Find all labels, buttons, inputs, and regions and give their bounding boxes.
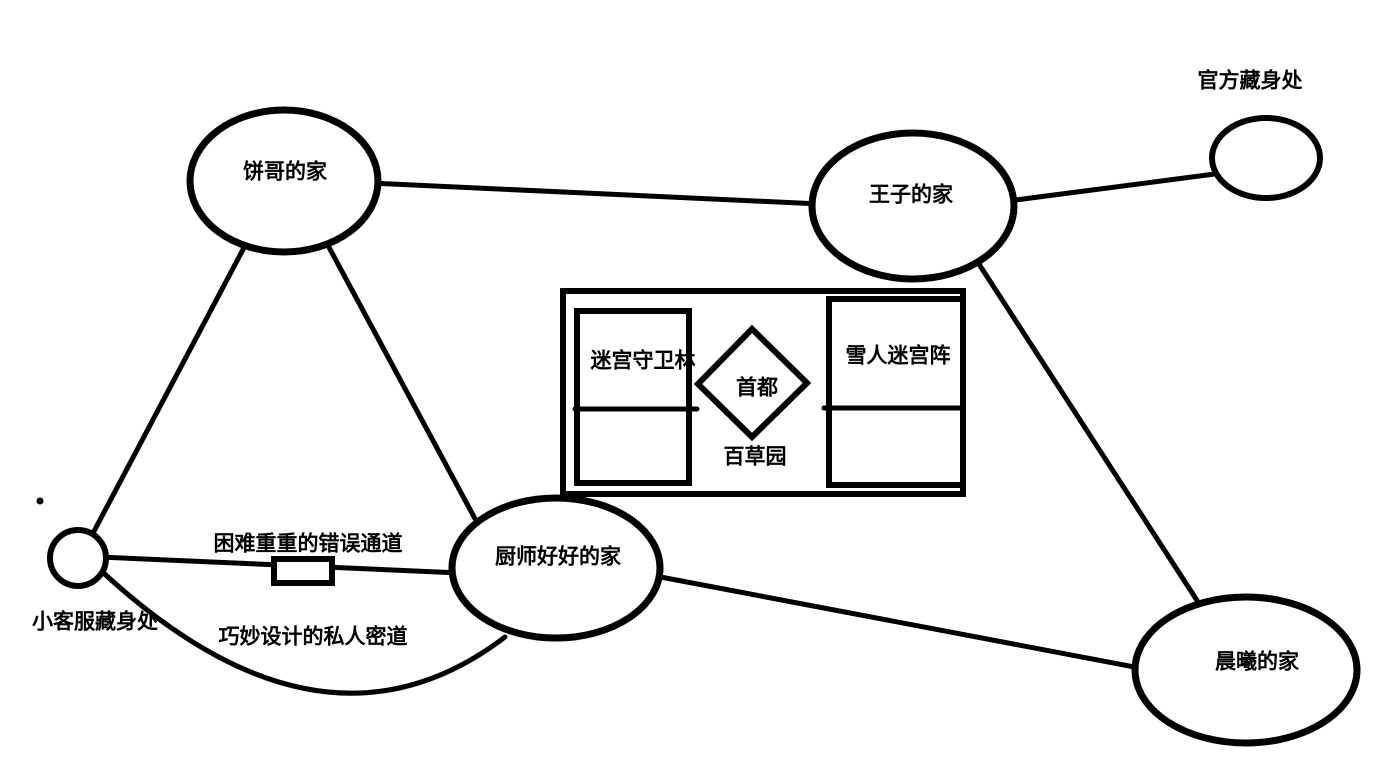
node-prince-home — [808, 129, 1018, 283]
label-chenxi-home: 晨曦的家 — [1215, 650, 1300, 674]
node-chenxi-home — [1131, 593, 1361, 747]
label-prince-home: 王子的家 — [869, 183, 954, 207]
label-bingge-home: 饼哥的家 — [243, 160, 328, 184]
ink-dot — [36, 497, 44, 505]
error-passage-gate — [271, 556, 335, 586]
snowman-maze-box — [826, 296, 966, 488]
maze-guard-forest-box — [574, 308, 692, 486]
node-customer-service-hideout — [47, 527, 109, 589]
edge-prince-to-official-hideout — [1005, 169, 1233, 204]
edge-prince-to-chenxi — [972, 255, 1203, 608]
edge-bingge-to-customer-service — [89, 237, 251, 538]
label-error-passage: 困难重重的错误通道 — [214, 532, 403, 556]
label-capital: 首都 — [736, 376, 778, 400]
edge-bingge-to-prince — [367, 180, 823, 207]
node-official-hideout — [1209, 115, 1323, 201]
capital-diamond — [693, 324, 812, 442]
label-chef-haohao-home: 厨师好好的家 — [495, 545, 622, 569]
edge-chef-to-chenxi — [647, 572, 1148, 672]
label-maze-guard-forest: 迷宫守卫林 — [590, 349, 696, 373]
node-bingge-home — [186, 106, 382, 256]
label-hundred-herb-garden: 百草园 — [724, 446, 787, 469]
label-official-hideout: 官方藏身处 — [1198, 69, 1303, 93]
edge-private-passage-curve — [92, 562, 508, 696]
label-private-passage: 巧妙设计的私人密道 — [219, 625, 408, 649]
edge-bingge-to-chef — [321, 235, 483, 531]
node-chef-haohao-home — [448, 494, 664, 642]
label-customer-service-hideout: 小客服藏身处 — [32, 610, 158, 634]
label-snowman-maze-array: 雪人迷宫阵 — [846, 344, 951, 368]
